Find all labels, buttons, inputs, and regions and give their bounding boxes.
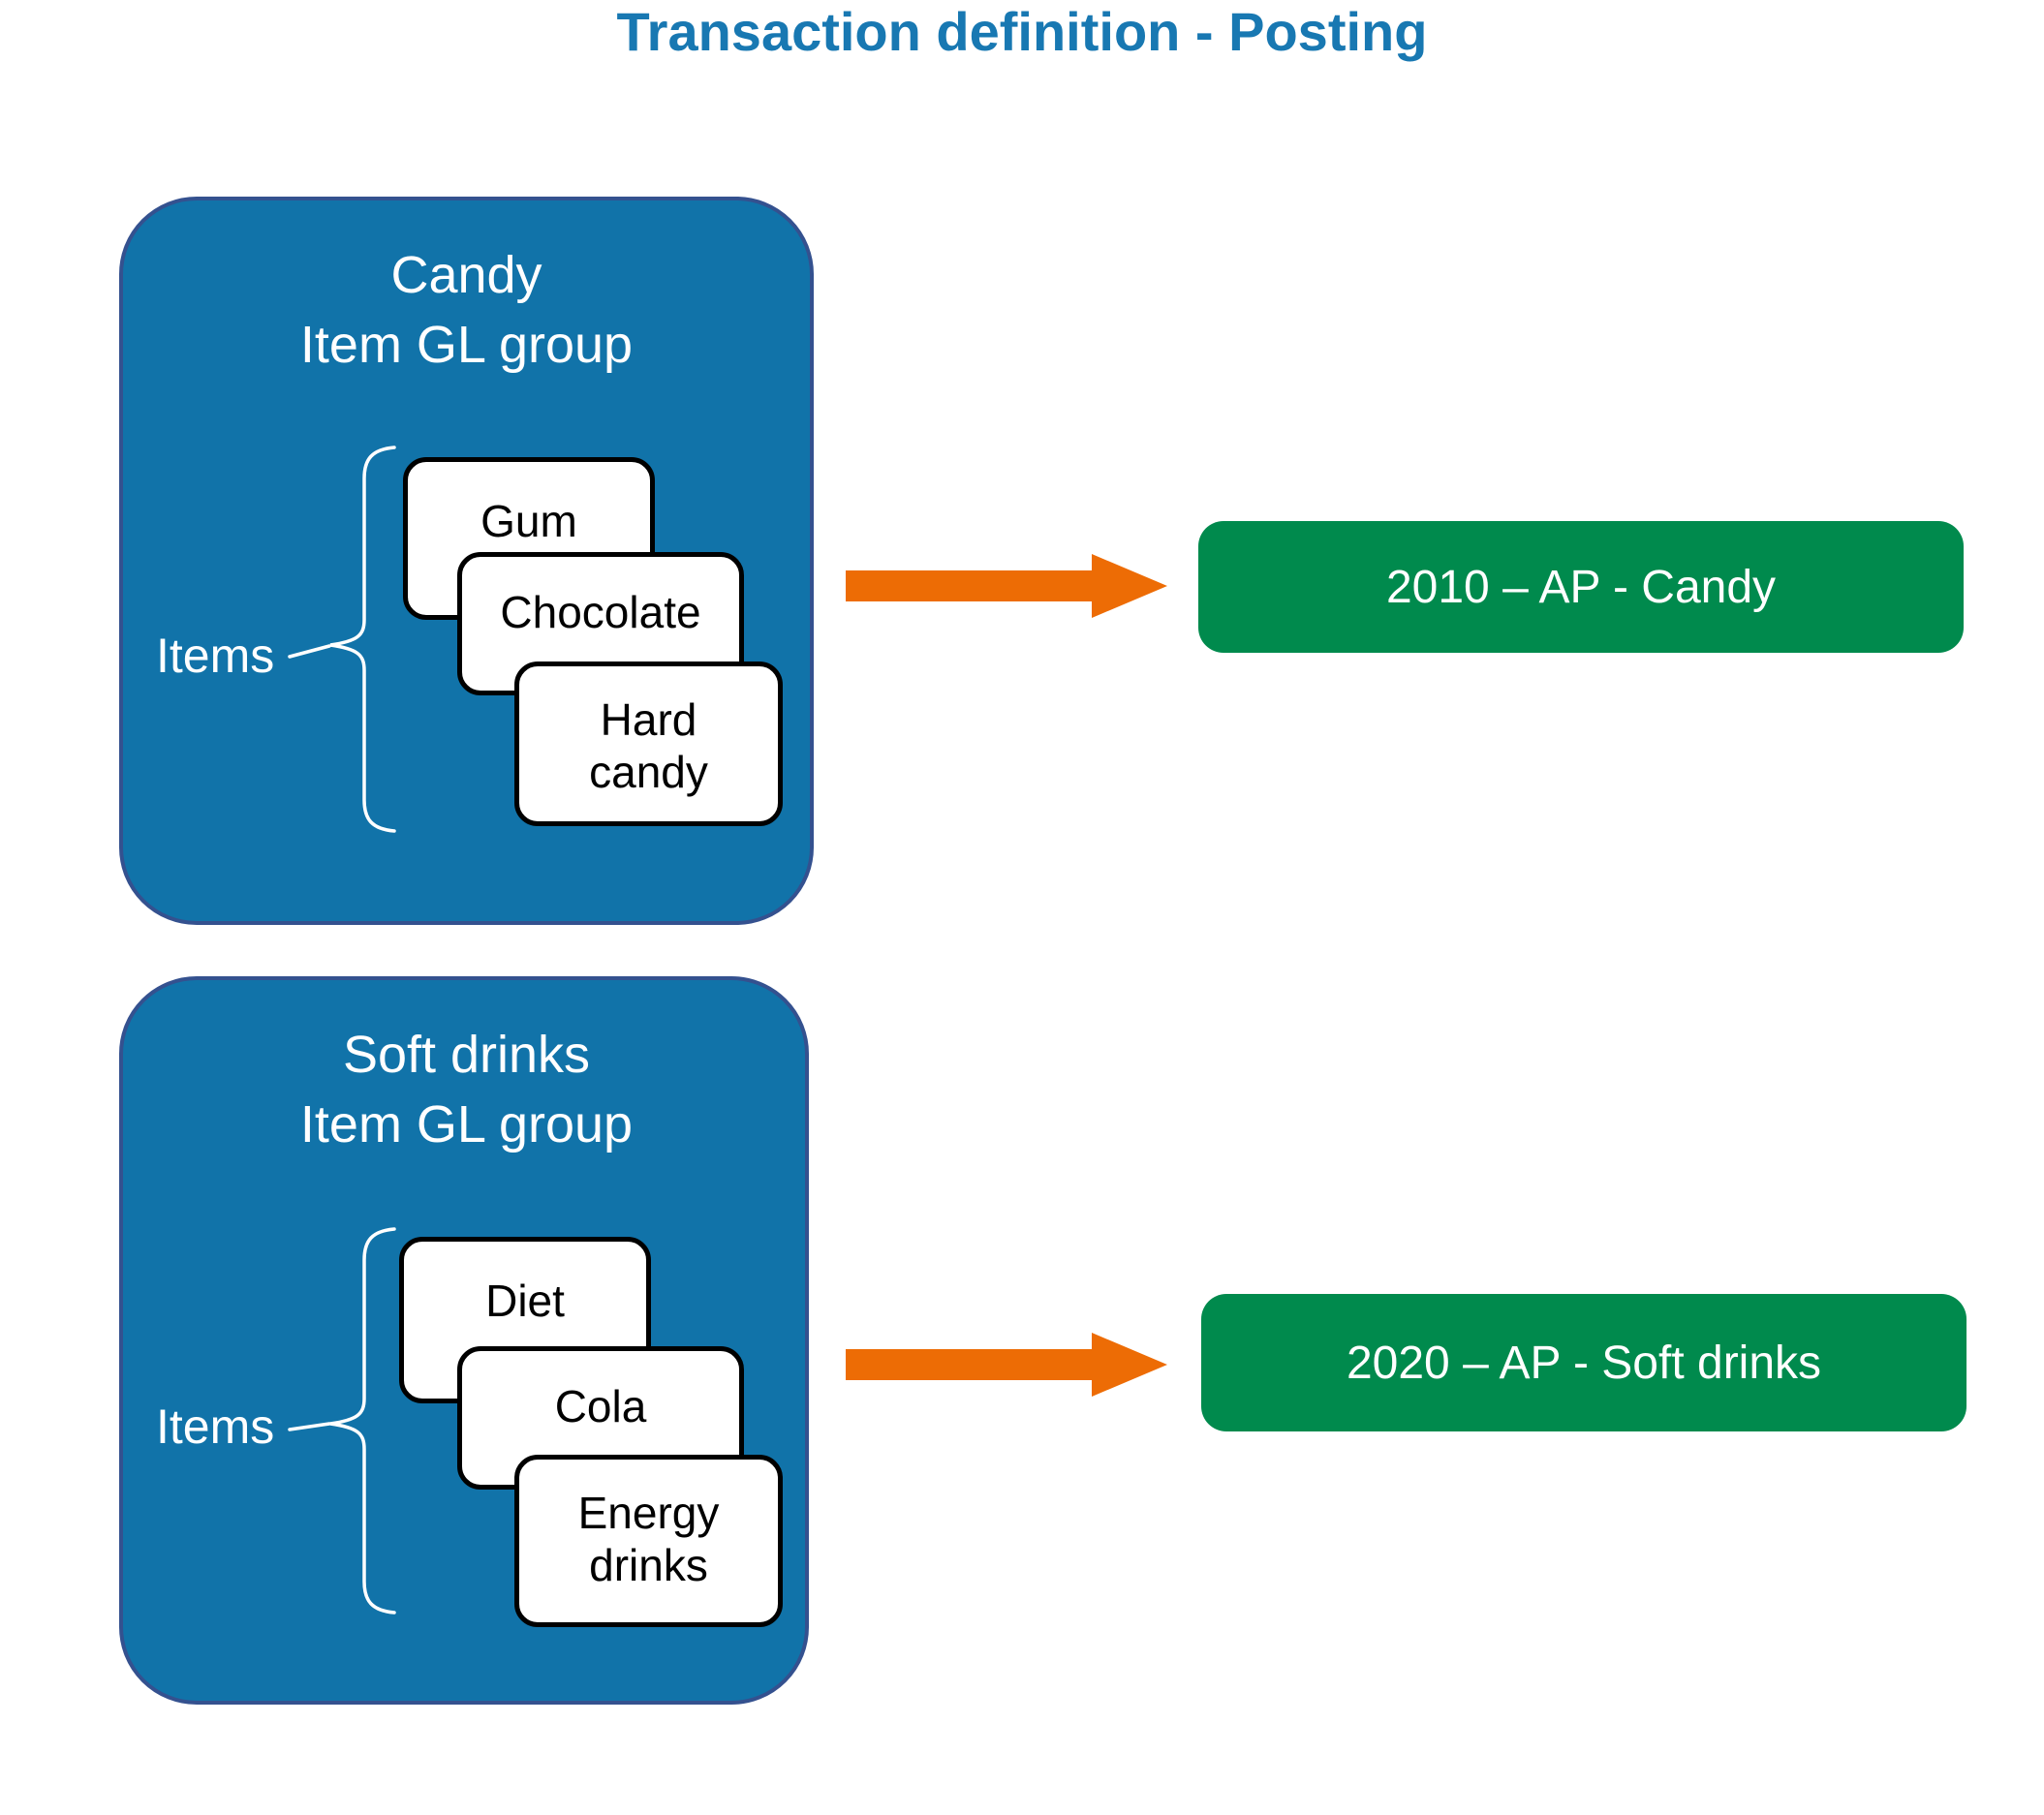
item-card-chocolate-label: Chocolate bbox=[500, 587, 701, 637]
item-card-hard-candy-label: Hard candy bbox=[589, 694, 708, 797]
item-card-cola-label: Cola bbox=[554, 1381, 647, 1431]
group-title-candy-line1: Candy bbox=[390, 246, 542, 304]
account-box-soft-drinks: 2020 – AP - Soft drinks bbox=[1201, 1294, 1967, 1431]
item-card-diet-label: Diet bbox=[485, 1276, 565, 1326]
items-label-candy: Items bbox=[156, 629, 275, 683]
account-box-soft-drinks-label: 2020 – AP - Soft drinks bbox=[1346, 1337, 1822, 1389]
account-box-candy: 2010 – AP - Candy bbox=[1198, 521, 1964, 653]
group-title-soft-drinks-line2: Item GL group bbox=[299, 1095, 634, 1154]
group-title-soft-drinks-line1: Soft drinks bbox=[342, 1026, 591, 1084]
items-label-soft-drinks: Items bbox=[156, 1400, 275, 1454]
flow-arrow-soft-drinks bbox=[846, 1333, 1167, 1397]
page-title: Transaction definition - Posting bbox=[616, 1, 1428, 62]
group-title-candy: Candy Item GL group bbox=[119, 240, 814, 380]
group-title-candy-line2: Item GL group bbox=[299, 316, 634, 374]
item-card-gum-label: Gum bbox=[480, 496, 577, 546]
group-title-soft-drinks: Soft drinks Item GL group bbox=[119, 1020, 814, 1159]
item-card-hard-candy: Hard candy bbox=[514, 661, 783, 826]
item-card-energy-drinks-label: Energy drinks bbox=[577, 1488, 720, 1590]
item-card-energy-drinks: Energy drinks bbox=[514, 1455, 783, 1627]
account-box-candy-label: 2010 – AP - Candy bbox=[1385, 561, 1777, 613]
flow-arrow-candy bbox=[846, 554, 1167, 618]
